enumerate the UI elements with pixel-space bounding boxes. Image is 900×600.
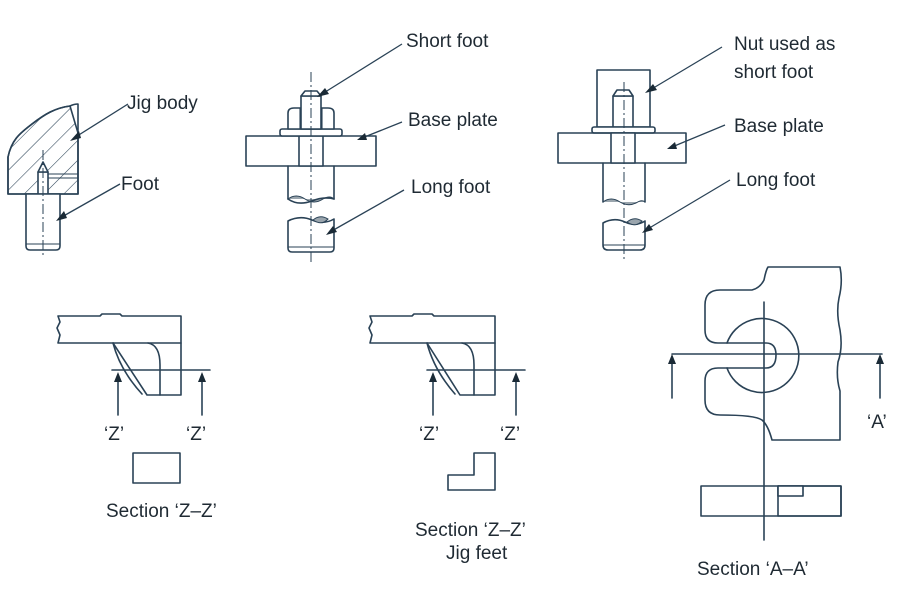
label-z-right-2: ‘Z’ [500, 424, 520, 445]
label-z-left-1: ‘Z’ [104, 424, 124, 445]
label-section-zz-1: Section ‘Z–Z’ [106, 501, 217, 522]
label-z-left-2: ‘Z’ [419, 424, 439, 445]
section-zz-l-shape [447, 452, 496, 491]
label-nut-line2: short foot [734, 62, 814, 83]
section-aa-body [700, 485, 842, 517]
fig-nut-short-foot: Nut used as short foot Base plate Long f… [557, 34, 835, 262]
label-base-plate-1: Base plate [408, 110, 498, 131]
label-foot: Foot [121, 174, 160, 195]
fig-jig-body-foot: Jig body Foot [7, 93, 198, 258]
label-nut-line1: Nut used as [734, 34, 835, 55]
fig-short-long-foot: Short foot Base plate Long foot [245, 31, 498, 262]
label-base-plate-2: Base plate [734, 116, 824, 137]
label-long-foot-2: Long foot [736, 170, 816, 191]
label-jig-body: Jig body [127, 93, 198, 114]
label-section-zz-2: Section ‘Z–Z’ [415, 520, 526, 541]
fig-section-zz-2: ‘Z’ ‘Z’ Section ‘Z–Z’ Jig feet [368, 313, 526, 564]
plate-edge-2 [368, 313, 496, 344]
section-zz-rect [132, 452, 181, 484]
label-a-mark: ‘A’ [867, 412, 887, 433]
fig-section-zz-1: ‘Z’ ‘Z’ Section ‘Z–Z’ [56, 313, 217, 522]
label-short-foot: Short foot [406, 31, 489, 52]
slotted-foot-plan [704, 266, 843, 441]
label-long-foot-1: Long foot [411, 177, 491, 198]
fig-section-aa: ‘A’ Section ‘A–A’ [668, 266, 887, 580]
label-section-zz-2-sub: Jig feet [446, 543, 508, 564]
label-z-right-1: ‘Z’ [186, 424, 206, 445]
plate-edge-1 [56, 313, 182, 344]
label-section-aa: Section ‘A–A’ [697, 559, 809, 580]
